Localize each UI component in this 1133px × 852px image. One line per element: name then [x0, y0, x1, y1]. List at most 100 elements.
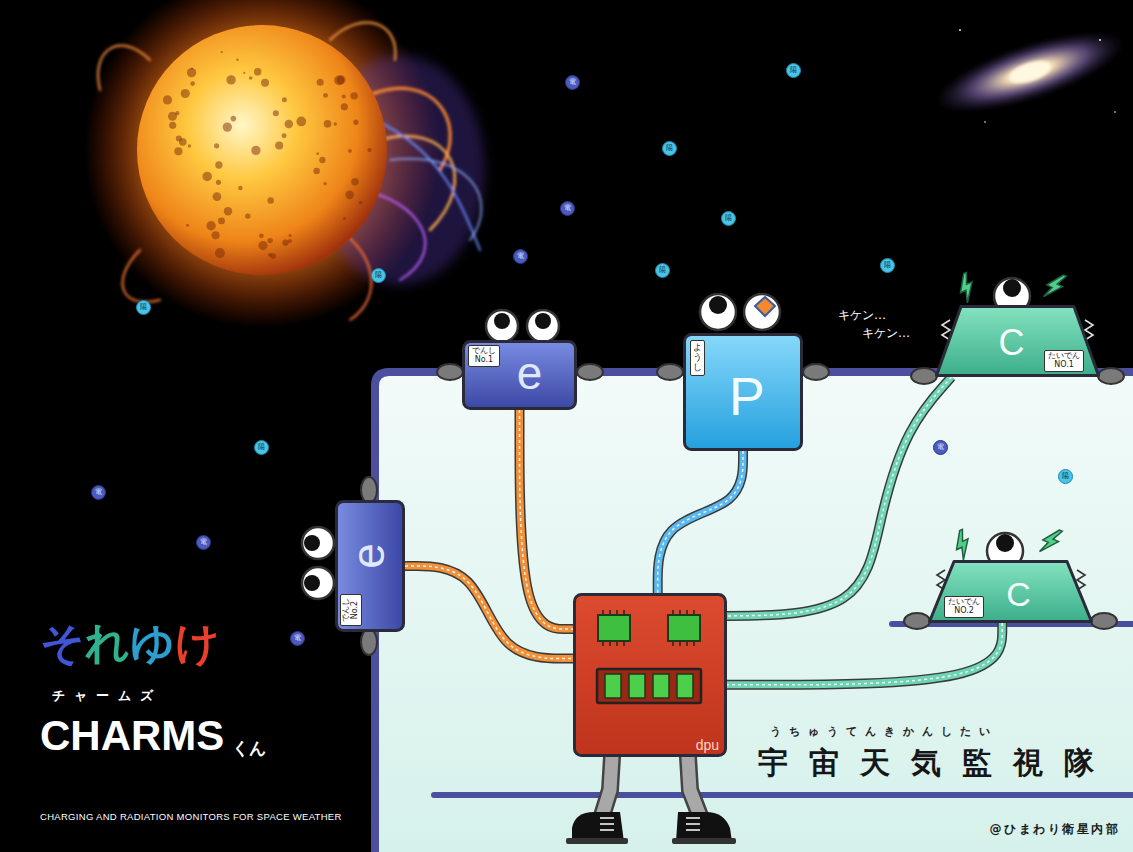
proton-sensor: ようし P	[683, 333, 803, 451]
sun-spots	[163, 95, 172, 104]
galaxy	[926, 14, 1133, 129]
sensor-letter: dpu	[696, 738, 719, 752]
hands	[361, 477, 377, 503]
stars	[959, 29, 961, 31]
sun	[123, 250, 160, 302]
sun-spots	[188, 144, 192, 148]
sensor-letter: P	[729, 369, 765, 423]
electron-particle: 電	[565, 75, 580, 90]
sun-spots	[317, 79, 324, 86]
stars	[1099, 39, 1101, 41]
boots	[600, 818, 614, 830]
sun	[375, 120, 480, 250]
sensor-tag: でんし No.1	[468, 345, 500, 367]
lightning-bolts	[954, 272, 979, 304]
slogan: それゆけ	[40, 618, 220, 669]
sensor-trapezoid	[937, 307, 1099, 376]
boots	[566, 838, 628, 844]
sun-spots	[221, 51, 223, 53]
caption: CHARGING AND RADIATION MONITORS FOR SPAC…	[40, 812, 342, 823]
cable	[520, 410, 574, 629]
electron-particle: 電	[513, 249, 528, 264]
cable	[405, 566, 573, 659]
cable	[520, 410, 574, 629]
sun-spots	[186, 224, 189, 227]
sun-spots	[267, 238, 272, 243]
chips	[653, 674, 669, 698]
sun-spots	[275, 141, 283, 149]
hands	[911, 368, 937, 384]
team-name: 宇宙天気監視隊	[758, 746, 1115, 781]
sun-spots	[243, 72, 245, 74]
sun-spots	[169, 122, 176, 129]
sun-spots	[181, 89, 190, 98]
box-outline	[575, 595, 726, 756]
dpu-legs	[688, 757, 700, 816]
cable	[727, 623, 1002, 685]
sun-spots	[289, 234, 292, 237]
proton-particle: 陽	[371, 268, 386, 283]
eyes	[304, 535, 320, 551]
sun-spots	[343, 217, 346, 220]
chips	[668, 615, 700, 641]
cable	[658, 451, 743, 593]
sun-spots	[334, 122, 337, 125]
galaxy	[926, 14, 1133, 129]
cable	[727, 623, 1002, 685]
eyes	[302, 567, 334, 599]
sensor-tag: ようし	[690, 340, 705, 376]
cable	[520, 410, 574, 629]
satellite-panel	[434, 792, 1133, 798]
cable	[658, 451, 743, 593]
sun-spots	[215, 161, 222, 168]
sun-spots	[334, 75, 344, 85]
proton-particle: 陽	[136, 300, 151, 315]
hands	[803, 364, 829, 380]
hands	[437, 364, 463, 380]
location-note: @ひまわり衛星内部	[990, 823, 1121, 837]
proton-particle: 陽	[662, 141, 677, 156]
sun-spots	[282, 240, 288, 246]
sun-spots	[313, 168, 319, 174]
hands	[904, 613, 930, 629]
proton-particle: 陽	[786, 63, 801, 78]
sun-spots	[176, 136, 182, 142]
sun-spots	[218, 217, 225, 224]
eyes	[709, 296, 727, 314]
sun-spots	[316, 152, 319, 155]
cable	[405, 566, 573, 659]
lightning-bolts	[1042, 270, 1067, 302]
chips	[597, 610, 701, 703]
electron-sensor: でんし No.1 e	[462, 340, 577, 410]
sun-spots	[223, 122, 232, 131]
electron-particle: 電	[196, 535, 211, 550]
lightning-bolts	[950, 529, 975, 561]
sensor-tag: たいでん NO.2	[944, 596, 984, 618]
hands	[577, 364, 603, 380]
eyes	[494, 313, 510, 329]
electron-particle: 電	[290, 631, 305, 646]
boots	[566, 812, 736, 844]
sensor-letter: e	[517, 350, 543, 396]
cable	[658, 451, 743, 593]
sensor-trapezoid	[930, 562, 1092, 622]
sun-spots	[245, 213, 250, 218]
eyes	[1003, 279, 1021, 297]
electron-particle: 電	[91, 485, 106, 500]
eyes	[535, 313, 551, 329]
eyes	[302, 527, 334, 559]
electron-particle: 電	[933, 440, 948, 455]
sun-spots	[324, 120, 332, 128]
eyes	[302, 278, 1030, 599]
dpu-legs	[602, 757, 612, 816]
dpu-legs	[602, 757, 612, 816]
sun-spots	[187, 68, 196, 77]
dpu-legs	[688, 757, 700, 816]
sun-spots	[367, 148, 371, 152]
sun-spots	[259, 233, 264, 238]
sun-spots	[175, 111, 179, 115]
sun-spots	[231, 116, 237, 122]
sun-spots	[216, 180, 221, 185]
